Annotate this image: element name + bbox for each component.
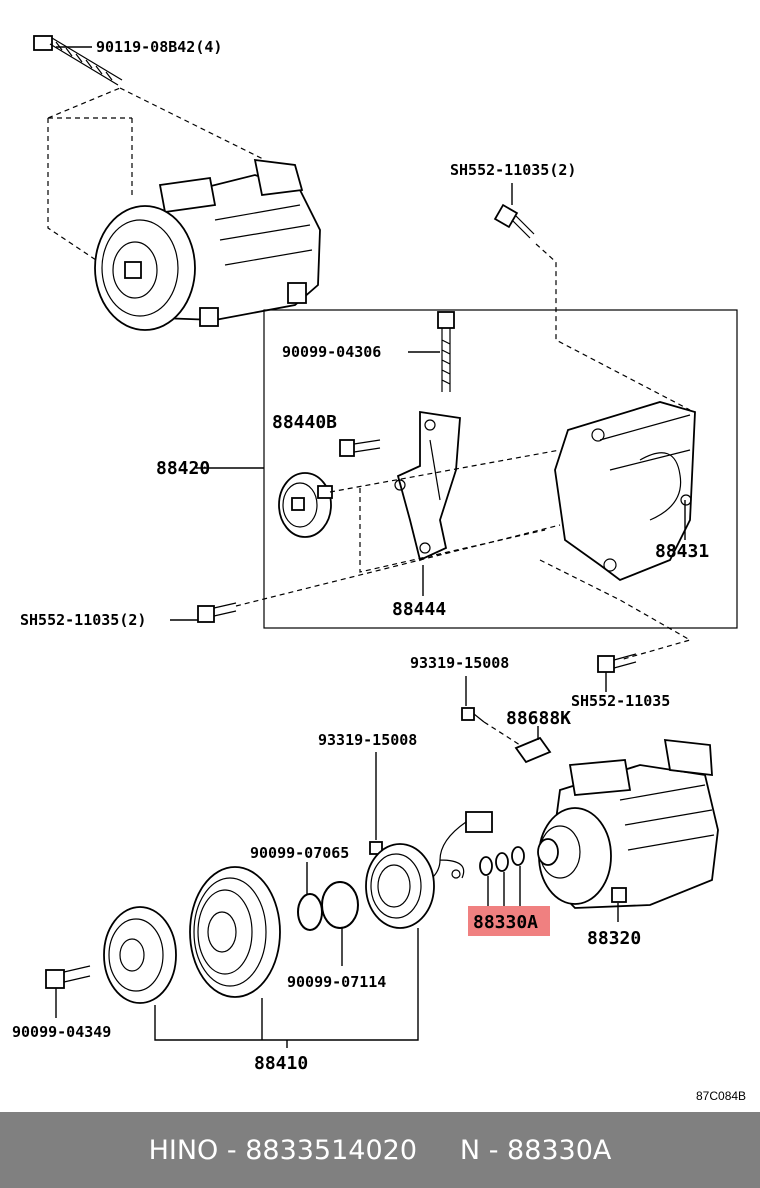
highlight-shims bbox=[468, 906, 550, 936]
snap-ring-2 bbox=[321, 881, 359, 929]
screw-1 bbox=[461, 707, 485, 723]
bracket-lower bbox=[394, 410, 461, 562]
pulley bbox=[189, 866, 281, 998]
shims bbox=[479, 846, 525, 876]
label-bolt-top: 90119-08B42(4) bbox=[96, 38, 222, 56]
label-bracket-assy: 88420 bbox=[156, 458, 210, 479]
label-snap-ring-1: 90099-07065 bbox=[250, 844, 349, 862]
label-compressor: 88320 bbox=[587, 928, 641, 949]
label-idler-bolt: 88440B bbox=[272, 412, 337, 433]
label-bolt-sh-left: SH552-11035(2) bbox=[20, 611, 146, 629]
bolt-sh-top bbox=[493, 203, 535, 239]
bracket-assembly-box bbox=[263, 309, 738, 629]
top-compressor bbox=[94, 158, 321, 331]
bolt-idler bbox=[339, 439, 381, 457]
bolt-top bbox=[33, 35, 123, 86]
label-bracket-right: 88431 bbox=[655, 541, 709, 562]
bolt-sh-left bbox=[197, 602, 237, 623]
label-snap-ring-2: 90099-07114 bbox=[287, 973, 386, 991]
compressor bbox=[537, 738, 719, 909]
label-screw-1: 93319-15008 bbox=[410, 654, 509, 672]
idler-pulley bbox=[278, 472, 333, 538]
parts-diagram: 90119-08B42(4) SH552-11035(2) 88420 9009… bbox=[12, 35, 746, 1103]
bolt-sh-right bbox=[597, 653, 637, 673]
footer-bar: HINO - 8833514020 N - 88330A bbox=[0, 1112, 760, 1188]
snap-ring-1 bbox=[297, 893, 323, 931]
footer-text: HINO - 8833514020 N - 88330A bbox=[148, 1134, 612, 1166]
label-clutch-assy: 88410 bbox=[254, 1053, 308, 1074]
bracket-right bbox=[554, 401, 696, 582]
label-bolt-sh-top: SH552-11035(2) bbox=[450, 161, 576, 179]
label-bolt-hub: 90099-04349 bbox=[12, 1023, 111, 1041]
label-sh-right: SH552-11035 bbox=[571, 692, 670, 710]
label-bracket-lower: 88444 bbox=[392, 599, 446, 620]
screw-2 bbox=[369, 841, 393, 857]
pressure-plate bbox=[103, 906, 177, 1004]
clip bbox=[514, 736, 552, 764]
bolt-bracket bbox=[437, 311, 455, 392]
label-shims: 88330A bbox=[473, 912, 538, 933]
diagram-ref: 87C084B bbox=[696, 1089, 746, 1103]
bolt-hub bbox=[45, 965, 91, 989]
label-clip: 88688K bbox=[506, 708, 571, 729]
label-bolt-bracket: 90099-04306 bbox=[282, 343, 381, 361]
label-screw-2: 93319-15008 bbox=[318, 731, 417, 749]
field-coil bbox=[365, 843, 435, 929]
